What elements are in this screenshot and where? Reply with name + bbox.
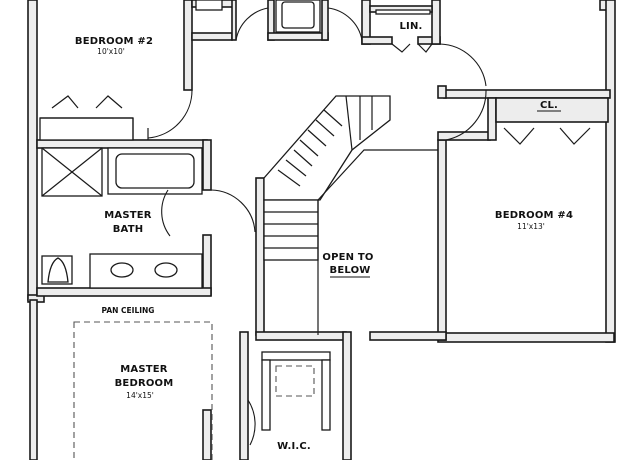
wic-fixtures — [247, 351, 331, 446]
bedroom4-size: 11'x13' — [517, 222, 545, 231]
wic-label: W.I.C. — [277, 441, 311, 452]
master-bath-door-swing — [210, 189, 256, 233]
hall-bath-door-right — [327, 7, 363, 41]
master-bath-label-line2: BATH — [113, 224, 144, 235]
bedroom2-shelf — [195, 0, 223, 11]
master-bedroom-size: 14'x15' — [126, 391, 154, 400]
linen-label: LIN. — [399, 21, 422, 32]
master-shower — [41, 147, 103, 197]
master-vanity — [89, 253, 203, 289]
hall-door-swing — [439, 43, 487, 87]
master-bedroom-label-line1: MASTER — [120, 364, 168, 375]
pan-ceiling-outline — [73, 321, 213, 460]
wic-door-swing — [247, 399, 256, 446]
bedroom2-door-swing — [147, 89, 193, 139]
bedroom4-label: BEDROOM #4 — [495, 210, 573, 221]
bedroom2-size: 10'x10' — [97, 47, 125, 56]
master-bath-label-line1: MASTER — [104, 210, 152, 221]
bedroom2-closet — [39, 95, 134, 141]
pan-ceiling-note: PAN CEILING — [102, 306, 155, 315]
hall-bath-door-left — [235, 7, 269, 41]
master-toilet — [41, 255, 73, 285]
master-bedroom-label-line2: BEDROOM — [115, 378, 174, 389]
bedroom4-door-swing — [445, 89, 487, 141]
closet-label: CL. — [540, 100, 558, 111]
walls — [27, 0, 616, 460]
master-tub — [107, 147, 203, 195]
open-to-below-line2: BELOW — [330, 265, 371, 276]
open-to-below-line1: OPEN TO — [322, 252, 373, 263]
stairs — [263, 95, 438, 335]
bedroom2-label: BEDROOM #2 — [75, 36, 153, 47]
master-bath-closet-swing — [161, 189, 171, 237]
